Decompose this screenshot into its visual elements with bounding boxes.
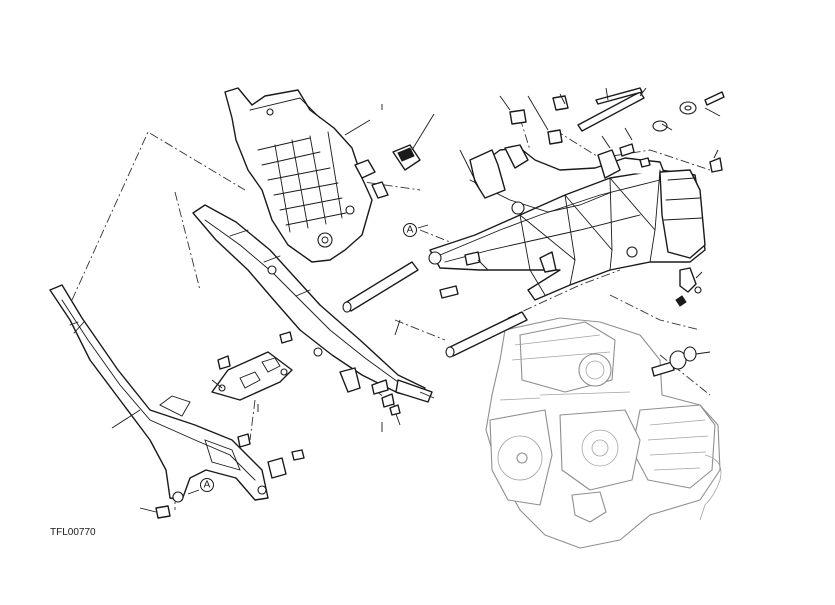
leader-lines	[111, 87, 721, 513]
reference-mark-lower: A	[187, 478, 214, 495]
fastener-hardware	[155, 87, 725, 519]
engine-assembly	[485, 317, 722, 549]
phantom-lines	[71, 117, 711, 510]
reference-mark-upper-label: A	[407, 225, 414, 236]
long-through-bolts	[342, 91, 645, 358]
battery-tray	[224, 87, 389, 263]
footrest-bracket-plate	[211, 351, 293, 401]
left-subframe	[49, 284, 269, 503]
rubber-grommet	[392, 144, 421, 171]
reference-mark-upper: A	[403, 223, 429, 237]
figure-code: TFL00770	[50, 527, 96, 538]
reference-mark-lower-label: A	[204, 480, 211, 491]
main-trellis-frame	[428, 144, 706, 301]
